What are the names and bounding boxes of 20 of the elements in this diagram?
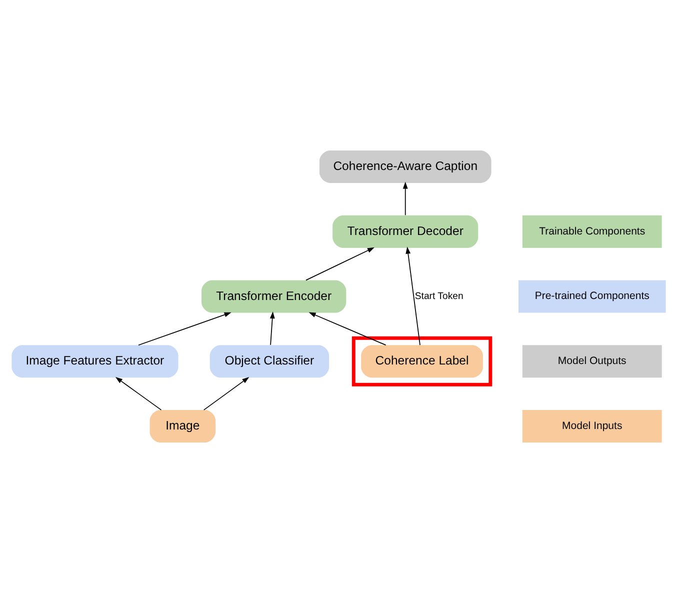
legend-label: Trainable Components: [539, 225, 646, 238]
node-box: Transformer Encoder: [202, 280, 346, 313]
node-box: Transformer Decoder: [332, 215, 478, 248]
arrow: [270, 311, 275, 346]
legend-label: Model Inputs: [562, 420, 622, 432]
node-box: Image Features Extractor: [12, 345, 178, 378]
legend-label: Model Outputs: [558, 355, 626, 368]
node-box: Coherence-Aware Caption: [319, 150, 492, 183]
arrow: [402, 182, 408, 216]
arrow: [308, 312, 386, 346]
arrow: [138, 312, 232, 346]
legend-label: Pre-trained Components: [534, 290, 650, 302]
node-box: Image: [150, 410, 216, 442]
cluster: [352, 336, 492, 386]
arrow: [115, 377, 162, 410]
arrow: [306, 247, 374, 281]
arrow: [203, 376, 250, 410]
edge-label: Start Token: [414, 290, 464, 302]
node-box: Object Classifier: [210, 345, 330, 378]
node-box: Coherence Label: [361, 345, 483, 378]
